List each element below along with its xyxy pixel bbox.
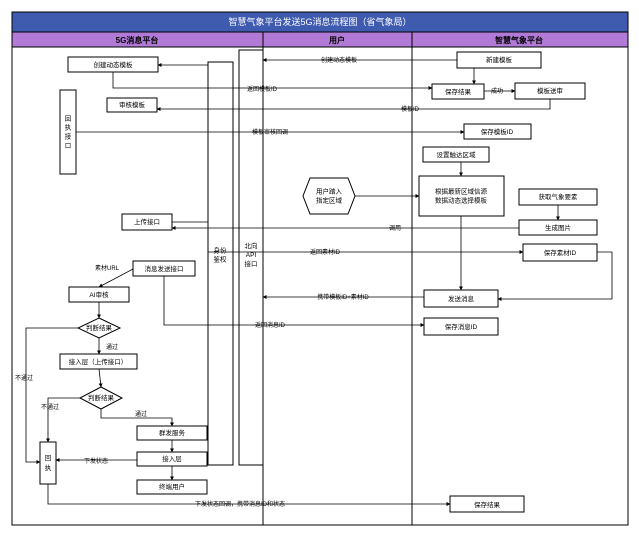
ai-review-label: AI审核 bbox=[89, 290, 109, 299]
terminal-user-label: 终端用户 bbox=[159, 482, 185, 491]
review-template-label: 审核模板 bbox=[119, 100, 146, 109]
send-msg-api-label: 消息发送接口 bbox=[145, 264, 184, 273]
lane-title-weather: 智慧气象平台 bbox=[495, 35, 543, 45]
edge-label-delivery-status: 下发状态 bbox=[84, 457, 108, 465]
lane-title-user: 用户 bbox=[328, 35, 345, 45]
edge-label-pass-2: 通过 bbox=[135, 410, 147, 418]
user-enter-area-node bbox=[302, 177, 356, 215]
edge-label-invoke: 调用 bbox=[389, 224, 401, 232]
receipt-bottom-label: 回执 bbox=[45, 454, 52, 472]
callback-api-node bbox=[59, 89, 77, 175]
save-template-id-label: 保存模板ID bbox=[481, 127, 514, 136]
edge-label-return-material-id: 返回素材ID bbox=[310, 248, 341, 256]
save-result-top-node bbox=[431, 83, 485, 100]
save-result-bottom-label: 保存结果 bbox=[474, 500, 501, 509]
edge-decision2-pass bbox=[100, 409, 174, 427]
set-area-node bbox=[422, 146, 490, 163]
edge-create-return-id bbox=[112, 72, 433, 90]
edge-upload-to-decision2 bbox=[98, 368, 103, 388]
save-result-top-label: 保存结果 bbox=[445, 87, 472, 96]
get-weather-label: 获取气象要素 bbox=[539, 192, 579, 201]
select-template-label: 根据最新区域信源数据动态选择模板 bbox=[435, 187, 488, 205]
edge-label-carry-ids: 携带模板ID+素材ID bbox=[317, 293, 369, 301]
save-message-id-label: 保存消息ID bbox=[445, 322, 478, 331]
edge-decision2-fail bbox=[46, 397, 80, 443]
access-layer-upload-label: 接入层（上传接口） bbox=[69, 357, 128, 366]
edge-decision1-fail bbox=[25, 327, 78, 464]
edge-label-delivery-callback: 下发状态回调，携带消息ID和状态 bbox=[195, 500, 285, 508]
new-template-label: 新建模板 bbox=[486, 55, 513, 64]
select-template-node bbox=[418, 175, 505, 217]
edge-delivery-callback bbox=[47, 484, 451, 506]
diagram-title: 智慧气象平台发送5G消息流程图（省气象局） bbox=[228, 16, 411, 27]
receipt-bottom-node bbox=[39, 441, 57, 485]
edge-label-return-message-id: 返回消息ID bbox=[255, 321, 286, 329]
lane-header-bar bbox=[11, 31, 629, 48]
decision-1-label: 判断结果 bbox=[86, 323, 113, 332]
edge-label-template-id: 模板ID bbox=[401, 105, 420, 113]
edge-label-return-template-id: 返回模板ID bbox=[247, 85, 278, 93]
send-message-label: 发送消息 bbox=[448, 294, 475, 303]
auth-block bbox=[207, 61, 234, 466]
edge-label-fail-2: 不通过 bbox=[41, 403, 59, 411]
edge-label-success: 成功 bbox=[491, 87, 503, 95]
auth-label: 身份鉴权 bbox=[214, 246, 228, 264]
lane-title-platform: 5G消息平台 bbox=[116, 35, 159, 45]
set-area-label: 设置触达区域 bbox=[437, 150, 477, 159]
edge-submit-to-review bbox=[156, 99, 551, 111]
edge-label-review-callback: 模板审核回调 bbox=[252, 128, 288, 136]
callback-api-label: 回执接口 bbox=[65, 115, 72, 150]
group-service-label: 群发服务 bbox=[159, 428, 186, 437]
user-enter-area-label: 用户踏入指定区域 bbox=[316, 187, 343, 205]
create-template-label: 创建动态模板 bbox=[94, 60, 134, 69]
edge-upload-to-material bbox=[172, 221, 524, 254]
edge-label-fail-1: 不通过 bbox=[15, 374, 33, 382]
access-layer-label: 接入层 bbox=[162, 454, 182, 463]
northbound-api-block bbox=[238, 49, 264, 466]
template-submit-label: 模板送审 bbox=[537, 86, 563, 95]
edge-material-url bbox=[98, 268, 134, 288]
gen-image-label: 生成图片 bbox=[545, 223, 571, 232]
edge-material-to-send bbox=[497, 251, 613, 301]
save-material-id-label: 保存素材ID bbox=[544, 248, 577, 257]
edge-label-material-url: 素材URL bbox=[95, 264, 120, 272]
edge-label-create-dynamic: 创建动态模板 bbox=[321, 56, 357, 64]
edge-label-pass-1: 通过 bbox=[106, 343, 118, 351]
review-template-node bbox=[106, 97, 158, 113]
upload-api-label: 上传接口 bbox=[134, 217, 160, 226]
decision-2-label: 判断结果 bbox=[88, 393, 115, 402]
edge-msgapi-to-msgid bbox=[163, 276, 425, 327]
